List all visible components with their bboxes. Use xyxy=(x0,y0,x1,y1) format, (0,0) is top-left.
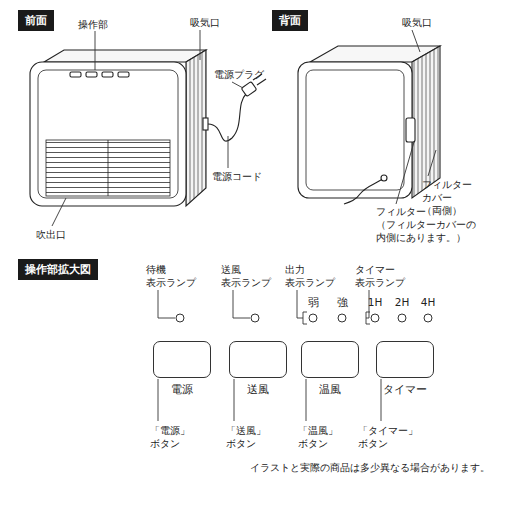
heading-text: 操作部拡大図 xyxy=(25,262,91,277)
timer-label: 1H xyxy=(368,296,383,310)
lamp-label: 出力 表示ランプ xyxy=(285,263,335,289)
lamp-label: 送風 表示ランプ xyxy=(221,263,271,289)
button-label: 「温風」 ボタン xyxy=(298,424,338,450)
heading-text: 前面 xyxy=(25,13,47,28)
part-label: 吸気口 xyxy=(402,16,432,29)
button-outline xyxy=(376,341,434,378)
level-label: 弱 xyxy=(308,296,319,310)
timer-label: 2H xyxy=(395,296,410,310)
button-outline xyxy=(229,341,287,378)
back-heater xyxy=(298,46,440,204)
control-button: タイマー xyxy=(376,341,434,397)
button-outline xyxy=(301,341,359,378)
part-label: 吸気口 xyxy=(190,16,220,29)
button-name: 電源 xyxy=(153,382,211,397)
button-outline xyxy=(153,341,211,378)
button-label: 「電源」 ボタン xyxy=(150,424,190,450)
part-label: フィルター カバー（両側） xyxy=(422,178,472,217)
lamp-label: 待機 表示ランプ xyxy=(146,263,196,289)
button-name: 温風 xyxy=(301,382,359,397)
note: イラストと実際の商品は多少異なる場合があります。 xyxy=(250,462,490,474)
section-heading: 前面 xyxy=(18,10,54,31)
control-button: 電源 xyxy=(153,341,211,397)
part-label: フィルター （フィルターカバーの 内側にあります。） xyxy=(376,205,476,244)
button-name: 送風 xyxy=(229,382,287,397)
part-label: 操作部 xyxy=(78,18,108,31)
part-label: 電源プラグ xyxy=(214,68,264,81)
timer-label: 4H xyxy=(421,296,436,310)
section-heading: 背面 xyxy=(272,10,308,31)
button-label: 「タイマー」 ボタン xyxy=(358,424,418,450)
section-heading: 操作部拡大図 xyxy=(18,259,98,280)
front-heater xyxy=(30,50,266,206)
part-label: 吹出口 xyxy=(36,228,66,241)
level-label: 強 xyxy=(337,296,348,310)
button-name: タイマー xyxy=(376,382,434,397)
control-button: 温風 xyxy=(301,341,359,397)
control-button: 送風 xyxy=(229,341,287,397)
indicator-lamps xyxy=(176,314,432,322)
button-label: 「送風」 ボタン xyxy=(226,424,266,450)
lamp-label: タイマー 表示ランプ xyxy=(355,263,405,289)
part-label: 電源コード xyxy=(212,170,262,183)
heading-text: 背面 xyxy=(279,13,301,28)
